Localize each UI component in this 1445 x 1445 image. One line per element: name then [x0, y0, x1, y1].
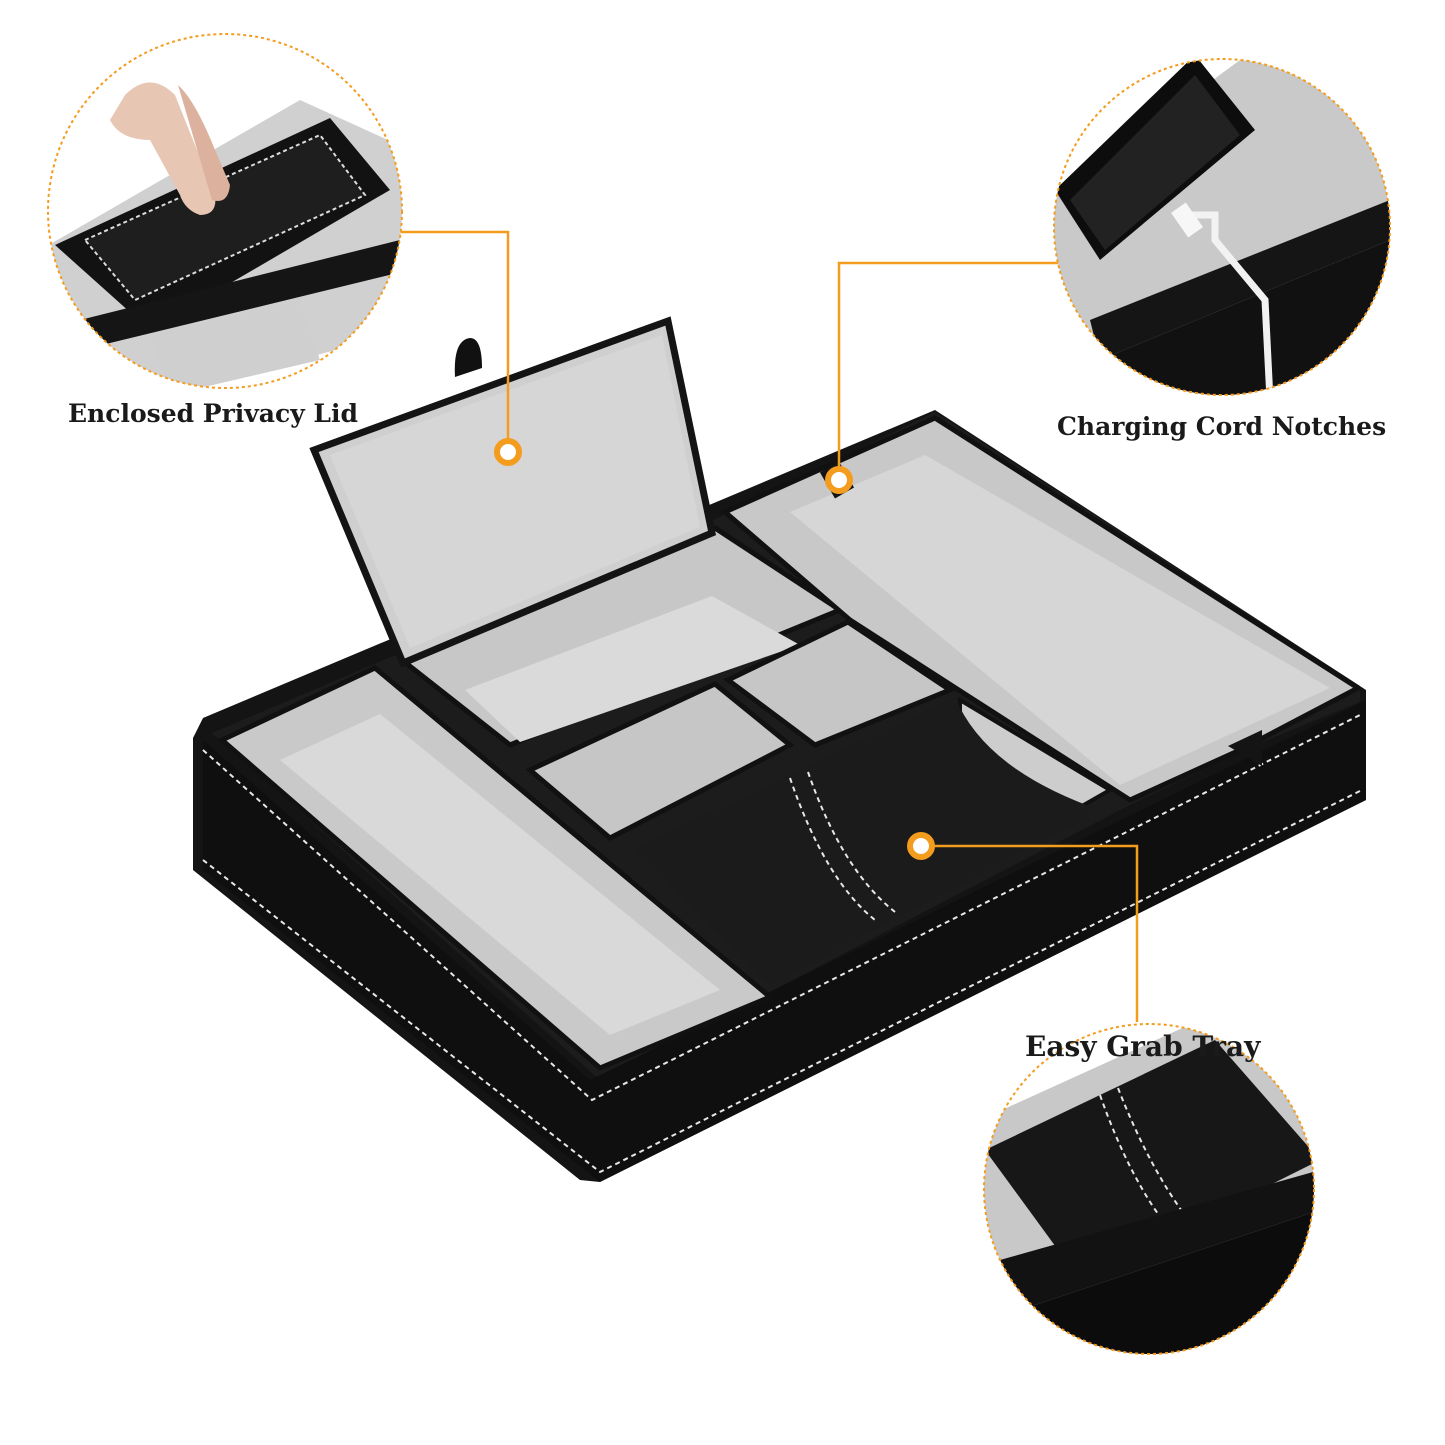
tray-stitch-bottom — [202, 789, 1363, 1174]
lid-detail-circle — [47, 33, 403, 389]
tray-dot — [907, 832, 935, 860]
phone-tray-floor — [790, 455, 1330, 785]
lid-dot — [494, 438, 522, 466]
lid-felt — [330, 335, 700, 648]
grab-tray-stitch-2 — [807, 771, 896, 913]
tray-stitch-front — [202, 713, 1363, 1102]
callout-label-tray: Easy Grab Tray — [1025, 1030, 1261, 1063]
privacy-lid — [309, 316, 717, 668]
notch-dot — [825, 466, 853, 494]
tray-connector — [921, 844, 1139, 1022]
grab-tray — [632, 697, 1100, 985]
callout-connectors — [385, 230, 1139, 1022]
lid-tab — [454, 338, 482, 377]
tray-detail-circle — [983, 1023, 1315, 1355]
callout-dots — [494, 438, 935, 860]
middle-compartment-floor — [465, 596, 800, 742]
small-compartment-2 — [723, 619, 956, 748]
notch-connector — [837, 261, 1060, 480]
small-compartment-1 — [525, 681, 795, 841]
cord-notch-right — [1228, 730, 1262, 766]
left-compartment-floor — [280, 714, 720, 1035]
lid-connector — [385, 230, 510, 452]
callout-label-notch: Charging Cord Notches — [1057, 412, 1387, 441]
valet-tray — [193, 410, 1366, 1182]
callout-label-lid: Enclosed Privacy Lid — [68, 399, 358, 428]
grab-tray-stitch-1 — [789, 777, 876, 921]
notch-detail-circle — [1053, 58, 1391, 396]
tray-front-side — [203, 700, 1366, 1182]
